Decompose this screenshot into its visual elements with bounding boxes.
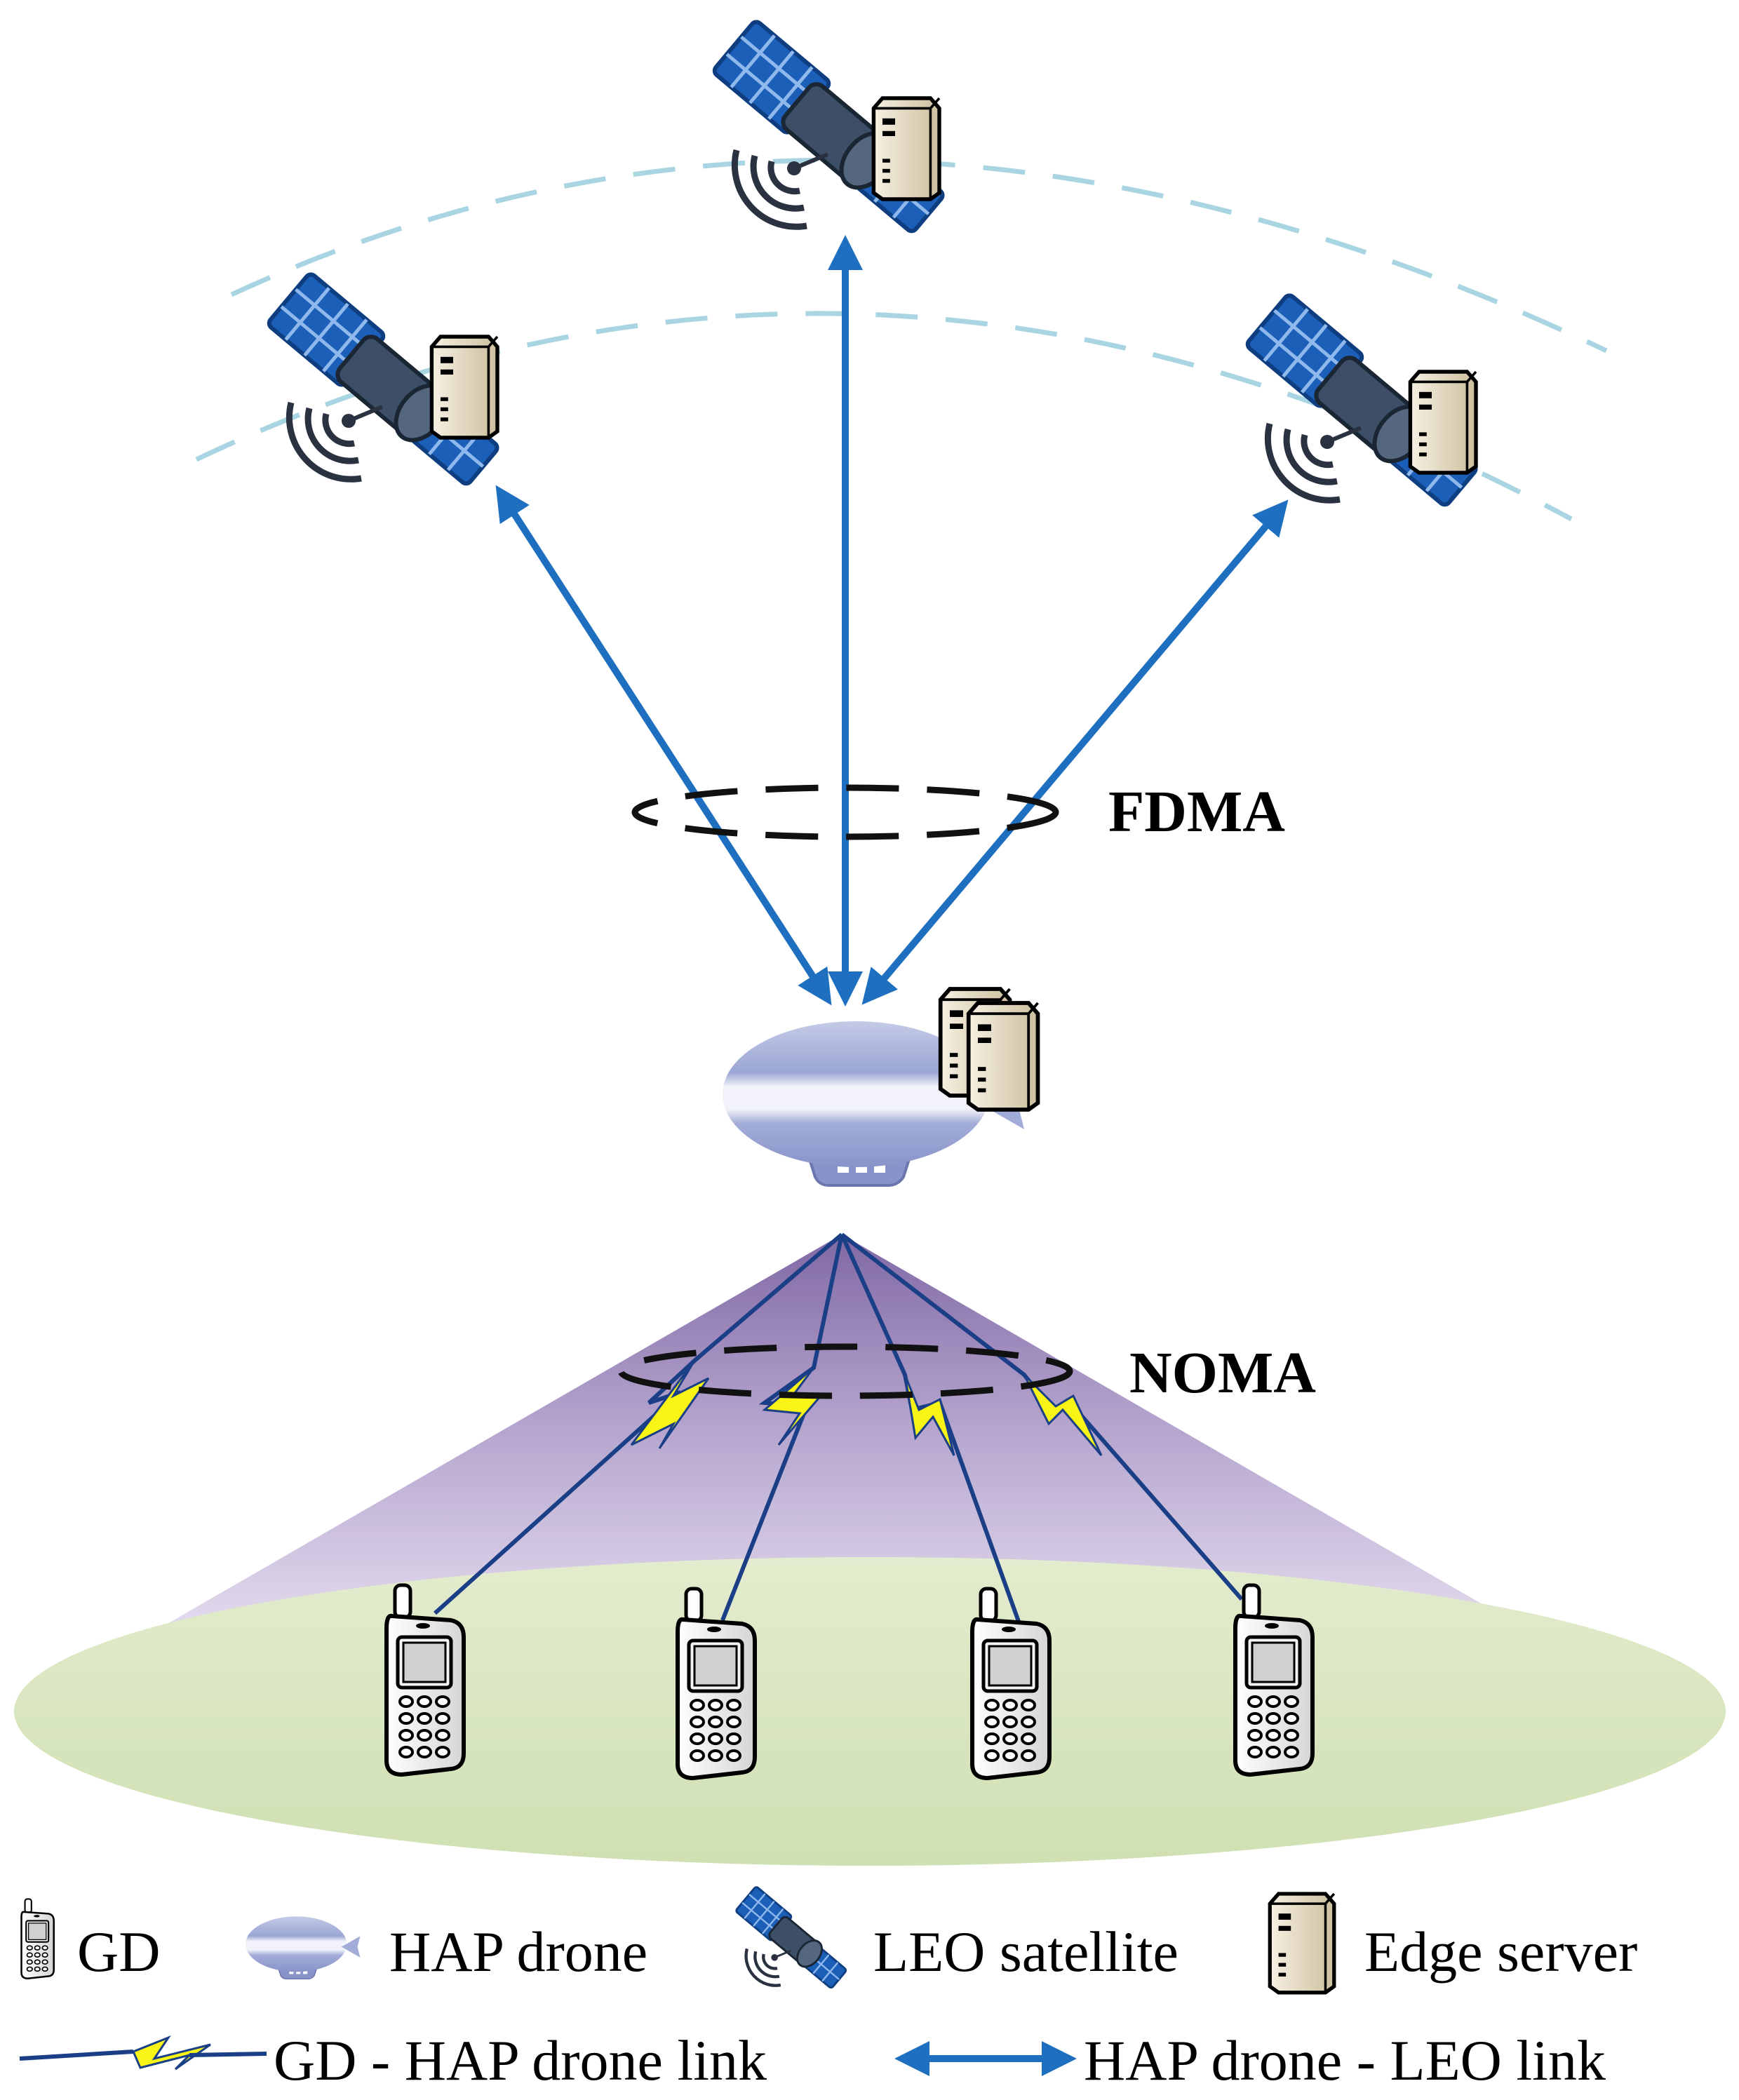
legend-gd-hap-link: GD - HAP drone link	[274, 2028, 767, 2092]
legend-hap-leo-link: HAP drone - LEO link	[1084, 2028, 1606, 2092]
legend: GD HAP drone LEO satellite Edge server G…	[19, 1886, 1637, 2092]
leo-satellite-right	[1246, 293, 1478, 506]
fdma-label: FDMA	[1108, 779, 1285, 844]
hap-leo-link-right	[861, 499, 1289, 1005]
hap-leo-link-left	[495, 485, 832, 1006]
hap-edge-servers	[941, 989, 1038, 1110]
leo-satellite-left	[267, 272, 499, 485]
fdma-ring	[631, 784, 1059, 840]
hap-leo-links	[495, 235, 1289, 1007]
legend-leo-satellite: LEO satellite	[873, 1920, 1179, 1984]
edge-server-icon	[1410, 372, 1476, 473]
noma-label: NOMA	[1129, 1340, 1316, 1406]
leo-satellite-center	[713, 20, 945, 233]
leo-satellite-icon	[735, 1886, 847, 1988]
legend-edge-server: Edge server	[1364, 1920, 1637, 1984]
edge-server-icon	[431, 337, 497, 438]
noma-ring	[617, 1343, 1073, 1399]
legend-hap-drone: HAP drone	[389, 1920, 647, 1984]
ground-device-icon	[20, 1898, 55, 1980]
hap-drone-icon	[245, 1916, 361, 1979]
ground-area	[14, 1557, 1726, 1866]
legend-gd: GD	[77, 1920, 160, 1984]
lightning-link-icon	[19, 2035, 267, 2071]
edge-server-icon	[873, 98, 939, 199]
edge-server-icon	[1270, 1894, 1334, 1993]
